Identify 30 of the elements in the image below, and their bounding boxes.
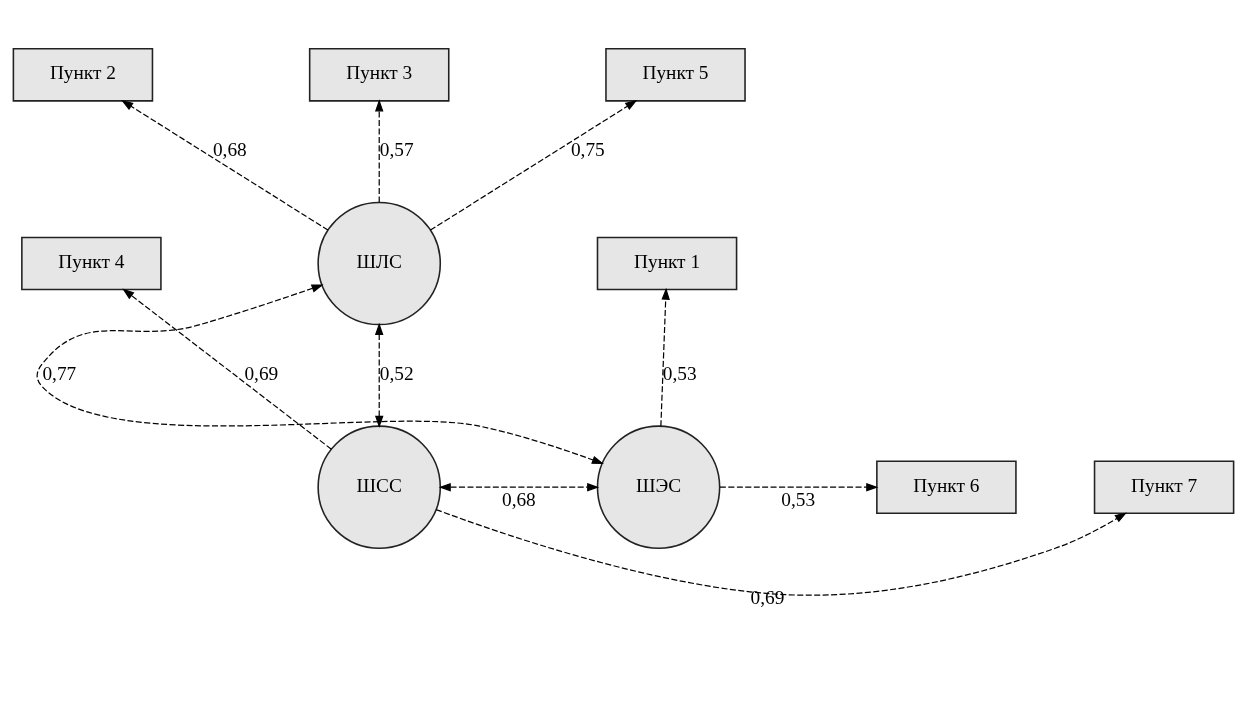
- node-box: Пункт 2: [12, 48, 154, 102]
- arrow: [122, 288, 332, 450]
- node-box: Пункт 3: [308, 48, 450, 102]
- edge-label: 0,68: [212, 139, 247, 161]
- edge-label: 0,69: [750, 586, 785, 608]
- edge-label: 0,57: [379, 139, 414, 161]
- node-box: Пункт 7: [1093, 460, 1235, 514]
- arrow: [660, 287, 670, 427]
- arrow: [438, 483, 600, 492]
- node-box: Пункт 1: [596, 236, 738, 291]
- arrow: [374, 322, 384, 428]
- node-box: Пункт 5: [605, 48, 746, 102]
- node-circle: ШСС: [317, 425, 442, 550]
- arrow: [719, 483, 879, 492]
- edge-label: 0,77: [42, 362, 77, 384]
- arrow: [429, 100, 638, 231]
- edge-label: 0,53: [781, 489, 816, 511]
- edge-label: 0,75: [570, 139, 605, 161]
- arrow: [36, 284, 604, 465]
- arrow: [374, 99, 384, 203]
- arrow: [121, 100, 329, 231]
- edge-label: 0,68: [501, 489, 536, 511]
- node-circle: ШЭС: [596, 425, 721, 550]
- node-circle: ШЛС: [317, 201, 442, 326]
- arrow: [435, 509, 1127, 596]
- node-box: Пункт 4: [21, 236, 162, 291]
- edge-label: 0,69: [244, 362, 279, 384]
- edge-label: 0,52: [379, 362, 414, 384]
- edge-label: 0,53: [662, 362, 697, 384]
- node-box: Пункт 6: [876, 460, 1017, 514]
